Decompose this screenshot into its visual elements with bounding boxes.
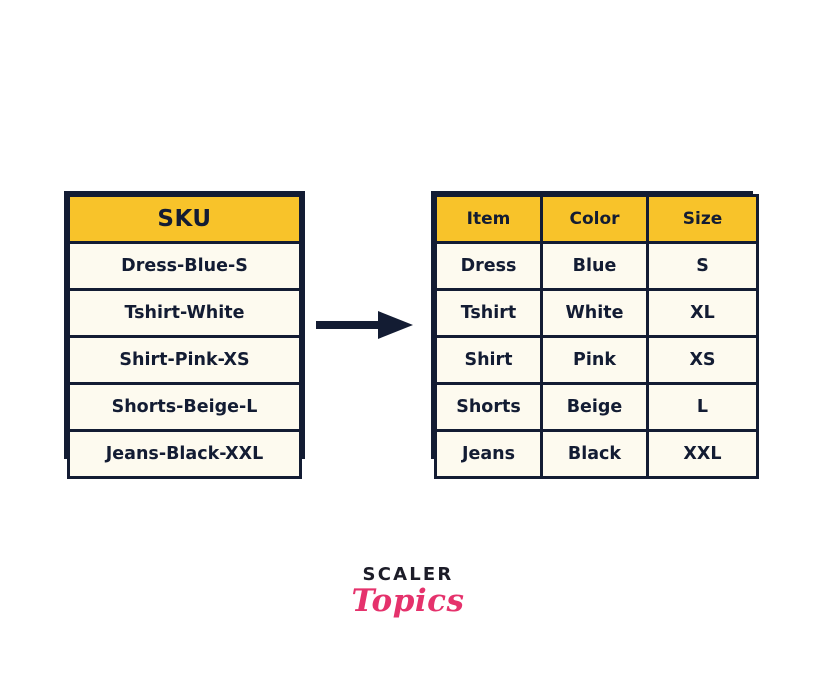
- table-row: Shirt-Pink-XS: [67, 335, 302, 385]
- table-row: Shorts-Beige-L: [67, 382, 302, 432]
- table-row: Jeans-Black-XXL: [67, 429, 302, 479]
- item-cell: Tshirt: [434, 288, 543, 338]
- table-header-row: Item Color Size: [434, 194, 759, 244]
- sku-cell: Shirt-Pink-XS: [67, 335, 302, 385]
- table-row: Dress-Blue-S: [67, 241, 302, 291]
- sku-table-body: Dress-Blue-S Tshirt-White Shirt-Pink-XS …: [67, 241, 302, 479]
- column-header-item: Item: [434, 194, 543, 244]
- color-cell: Black: [540, 429, 649, 479]
- sku-cell: Dress-Blue-S: [67, 241, 302, 291]
- table-row: Jeans Black XXL: [434, 429, 759, 479]
- sku-source-table: SKU Dress-Blue-S Tshirt-White Shirt-Pink…: [64, 191, 305, 479]
- color-cell: Beige: [540, 382, 649, 432]
- item-cell: Dress: [434, 241, 543, 291]
- size-cell: L: [646, 382, 759, 432]
- size-cell: S: [646, 241, 759, 291]
- brand-wordmark-topics: Topics: [351, 583, 465, 619]
- sku-cell: Shorts-Beige-L: [67, 382, 302, 432]
- table-header-row: SKU: [67, 194, 302, 244]
- table-row: Shirt Pink XS: [434, 335, 759, 385]
- color-cell: Pink: [540, 335, 649, 385]
- column-header-color: Color: [540, 194, 649, 244]
- scaler-topics-logo: SCALER Topics: [0, 566, 816, 617]
- split-table-body: Dress Blue S Tshirt White XL Shirt Pink …: [434, 241, 759, 479]
- arrow-right-icon: [316, 308, 414, 342]
- sku-cell: Jeans-Black-XXL: [67, 429, 302, 479]
- color-cell: White: [540, 288, 649, 338]
- size-cell: XL: [646, 288, 759, 338]
- table-row: Dress Blue S: [434, 241, 759, 291]
- table-row: Shorts Beige L: [434, 382, 759, 432]
- item-cell: Shorts: [434, 382, 543, 432]
- sku-cell: Tshirt-White: [67, 288, 302, 338]
- column-header-size: Size: [646, 194, 759, 244]
- brand-wordmark-scaler: SCALER: [362, 564, 454, 585]
- split-result-table: Item Color Size Dress Blue S Tshirt Whit…: [431, 191, 759, 479]
- color-cell: Blue: [540, 241, 649, 291]
- size-cell: XS: [646, 335, 759, 385]
- table-row: Tshirt-White: [67, 288, 302, 338]
- item-cell: Shirt: [434, 335, 543, 385]
- item-cell: Jeans: [434, 429, 543, 479]
- size-cell: XXL: [646, 429, 759, 479]
- table-row: Tshirt White XL: [434, 288, 759, 338]
- column-header-sku: SKU: [67, 194, 302, 244]
